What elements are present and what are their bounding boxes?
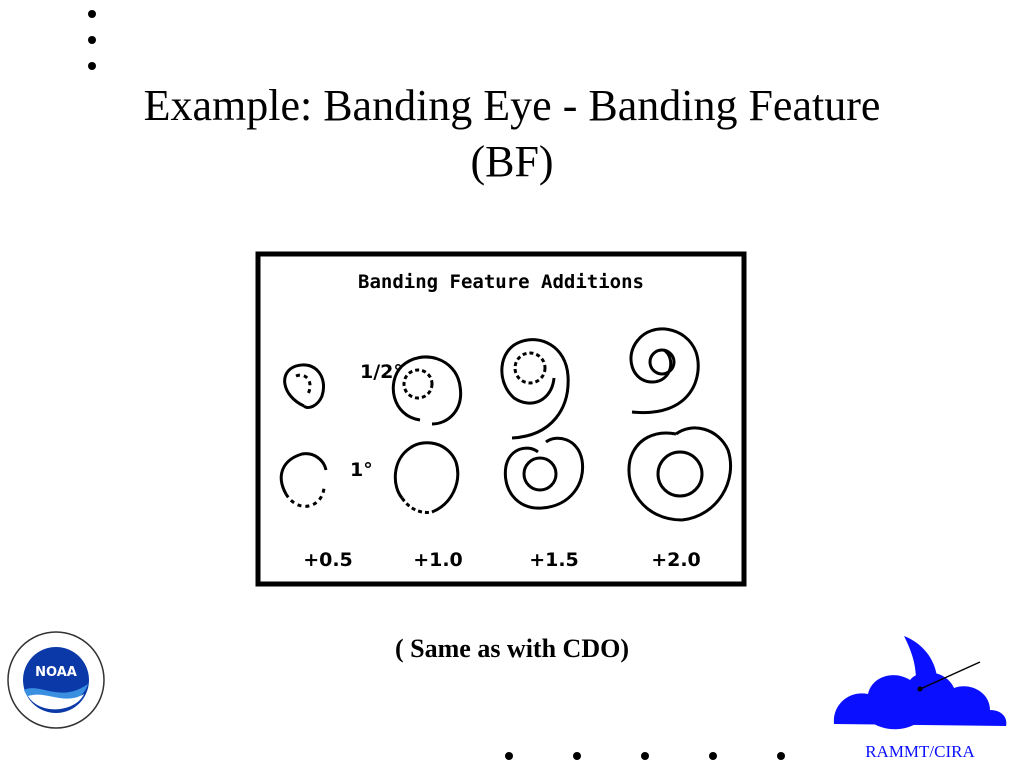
spiral-2-1	[279, 452, 328, 508]
column-label-1-0: +1.0	[413, 549, 463, 571]
slide-caption: ( Same as with CDO)	[395, 634, 629, 663]
spiral-2-4	[627, 426, 733, 522]
figure-border	[255, 251, 747, 587]
cira-logo	[830, 632, 1010, 768]
spiral-row-1	[283, 327, 700, 440]
column-label-2-0: +2.0	[651, 549, 701, 571]
figure-heading: Banding Feature Additions	[358, 271, 644, 293]
spiral-1-1	[283, 363, 325, 410]
row-label-one-degree: 1°	[350, 459, 373, 481]
noaa-logo-text: NOAA	[35, 665, 77, 680]
spiral-row-2	[279, 426, 733, 522]
spiral-1-3	[500, 338, 570, 440]
noaa-logo: NOAA	[6, 630, 106, 730]
vertical-bullet-dots	[88, 10, 100, 88]
column-label-0-5: +0.5	[303, 549, 353, 571]
slide-title: Example: Banding Eye - Banding Feature (…	[143, 81, 881, 186]
spiral-1-4	[629, 327, 700, 415]
row-label-half-degree: 1/2°	[360, 361, 403, 383]
spiral-2-3	[503, 436, 585, 510]
spiral-1-2	[391, 355, 463, 426]
banding-feature-figure: Banding Feature Additions 1/2° 1°	[252, 248, 750, 590]
spiral-2-2	[393, 441, 460, 514]
cira-label: RAMMT/CIRA	[865, 742, 975, 761]
column-label-1-5: +1.5	[529, 549, 579, 571]
